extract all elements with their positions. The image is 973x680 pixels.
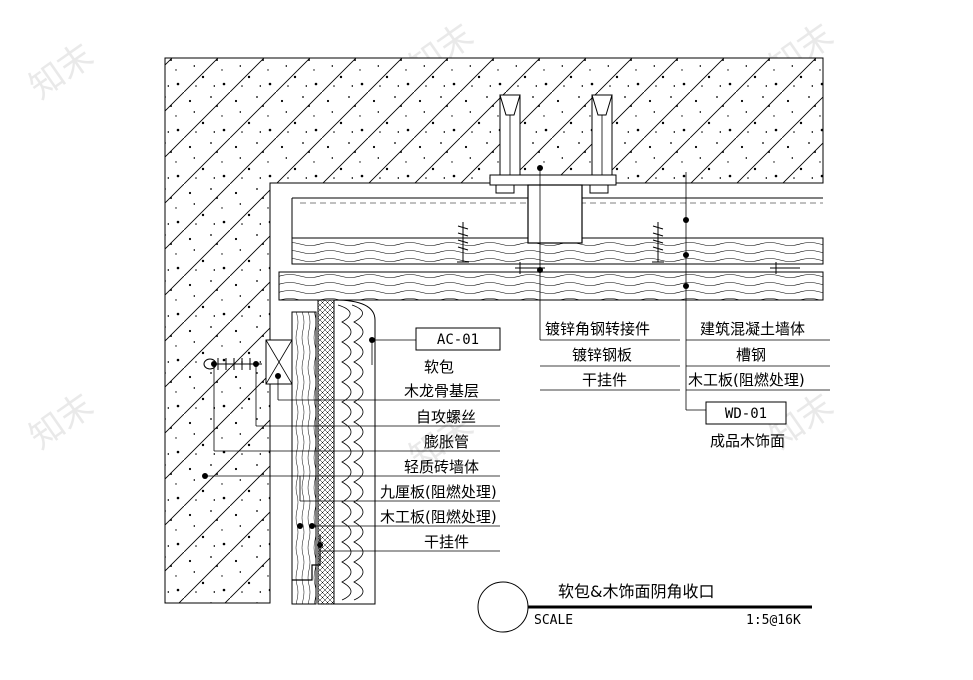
concrete-wall bbox=[164, 57, 824, 604]
label-steel-plate: 镀锌钢板 bbox=[572, 346, 632, 364]
scale-value: 1:5@16K bbox=[746, 613, 801, 628]
tag-box-wd bbox=[705, 401, 787, 425]
leader-lines-left bbox=[205, 339, 500, 552]
label-nine-mm-board: 九厘板(阻燃处理) bbox=[380, 483, 497, 501]
angle-connector bbox=[527, 184, 583, 244]
label-self-tapping-screw: 自攻螺丝 bbox=[416, 408, 476, 426]
drawing-title: 软包&木饰面阴角收口 bbox=[558, 582, 714, 601]
label-finished-veneer: 成品木饰面 bbox=[710, 432, 785, 450]
label-expansion-tube: 膨胀管 bbox=[424, 433, 469, 451]
softpack-wall-assembly bbox=[203, 299, 376, 605]
leader-dots-right bbox=[537, 165, 689, 289]
label-light-brick-wall: 轻质砖墙体 bbox=[404, 458, 479, 476]
leader-lines-right bbox=[539, 168, 830, 411]
anchor-bolts bbox=[489, 94, 617, 194]
watermark: 知末 bbox=[22, 386, 101, 458]
tag-box-ac bbox=[415, 327, 501, 351]
label-softpack: 软包 bbox=[424, 358, 454, 376]
tag-wd-01: WD-01 bbox=[725, 406, 767, 422]
wood-veneer-horizontal bbox=[278, 271, 824, 301]
label-angle-connector: 镀锌角钢转接件 bbox=[545, 320, 650, 338]
label-wood-keel: 木龙骨基层 bbox=[404, 382, 479, 400]
label-dry-hanger-mid: 干挂件 bbox=[582, 371, 627, 389]
wood-screws bbox=[457, 222, 800, 274]
label-blockboard-left: 木工板(阻燃处理) bbox=[380, 508, 497, 526]
label-blockboard-right: 木工板(阻燃处理) bbox=[688, 371, 805, 389]
label-concrete-wall: 建筑混凝土墙体 bbox=[700, 320, 805, 338]
label-dry-hanger-left: 干挂件 bbox=[424, 533, 469, 551]
label-channel-steel: 槽钢 bbox=[736, 346, 766, 364]
scale-label: SCALE bbox=[534, 613, 573, 628]
watermark: 知末 bbox=[22, 36, 101, 108]
detail-circle bbox=[477, 581, 529, 633]
leader-dots-left bbox=[202, 337, 375, 548]
tag-ac-01: AC-01 bbox=[437, 332, 479, 348]
title-block: 软包&木饰面阴角收口 SCALE 1:5@16K bbox=[477, 581, 812, 633]
